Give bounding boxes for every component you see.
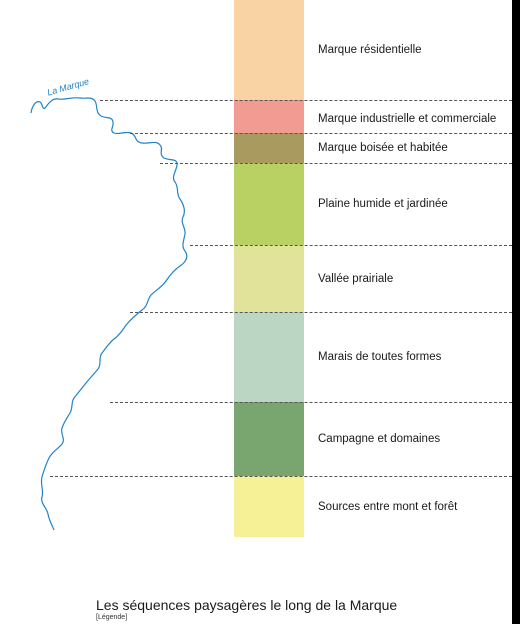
sequence-segment [234, 0, 304, 100]
sequence-label: Plaine humide et jardinée [318, 198, 448, 210]
sequence-segment [234, 163, 304, 245]
boundary-line [110, 402, 512, 403]
boundary-line [160, 163, 512, 164]
boundary-line [100, 100, 512, 101]
boundary-line [50, 476, 512, 477]
sequence-label: Marque résidentielle [318, 44, 422, 56]
sequence-segment [234, 245, 304, 312]
caption-title: Les séquences paysagères le long de la M… [96, 597, 398, 613]
boundary-line [190, 245, 512, 246]
boundary-line [130, 312, 512, 313]
sequence-label: Campagne et domaines [318, 433, 441, 445]
sequence-segment [234, 100, 304, 133]
sequence-label: Sources entre mont et forêt [318, 500, 458, 513]
sequence-label: Vallée prairiale [318, 272, 394, 285]
sequence-label: Marque boisée et habitée [318, 142, 448, 154]
sequence-segment [234, 133, 304, 163]
sequence-segment [234, 402, 304, 476]
boundary-line [130, 133, 512, 134]
sequence-label: Marque industrielle et commerciale [318, 112, 497, 125]
sequence-label: Marais de toutes formes [318, 351, 442, 363]
sequence-segment [234, 312, 304, 402]
river-line [30, 97, 188, 531]
caption-subtitle: [Légende] [96, 614, 128, 621]
sequence-segment [234, 476, 304, 537]
